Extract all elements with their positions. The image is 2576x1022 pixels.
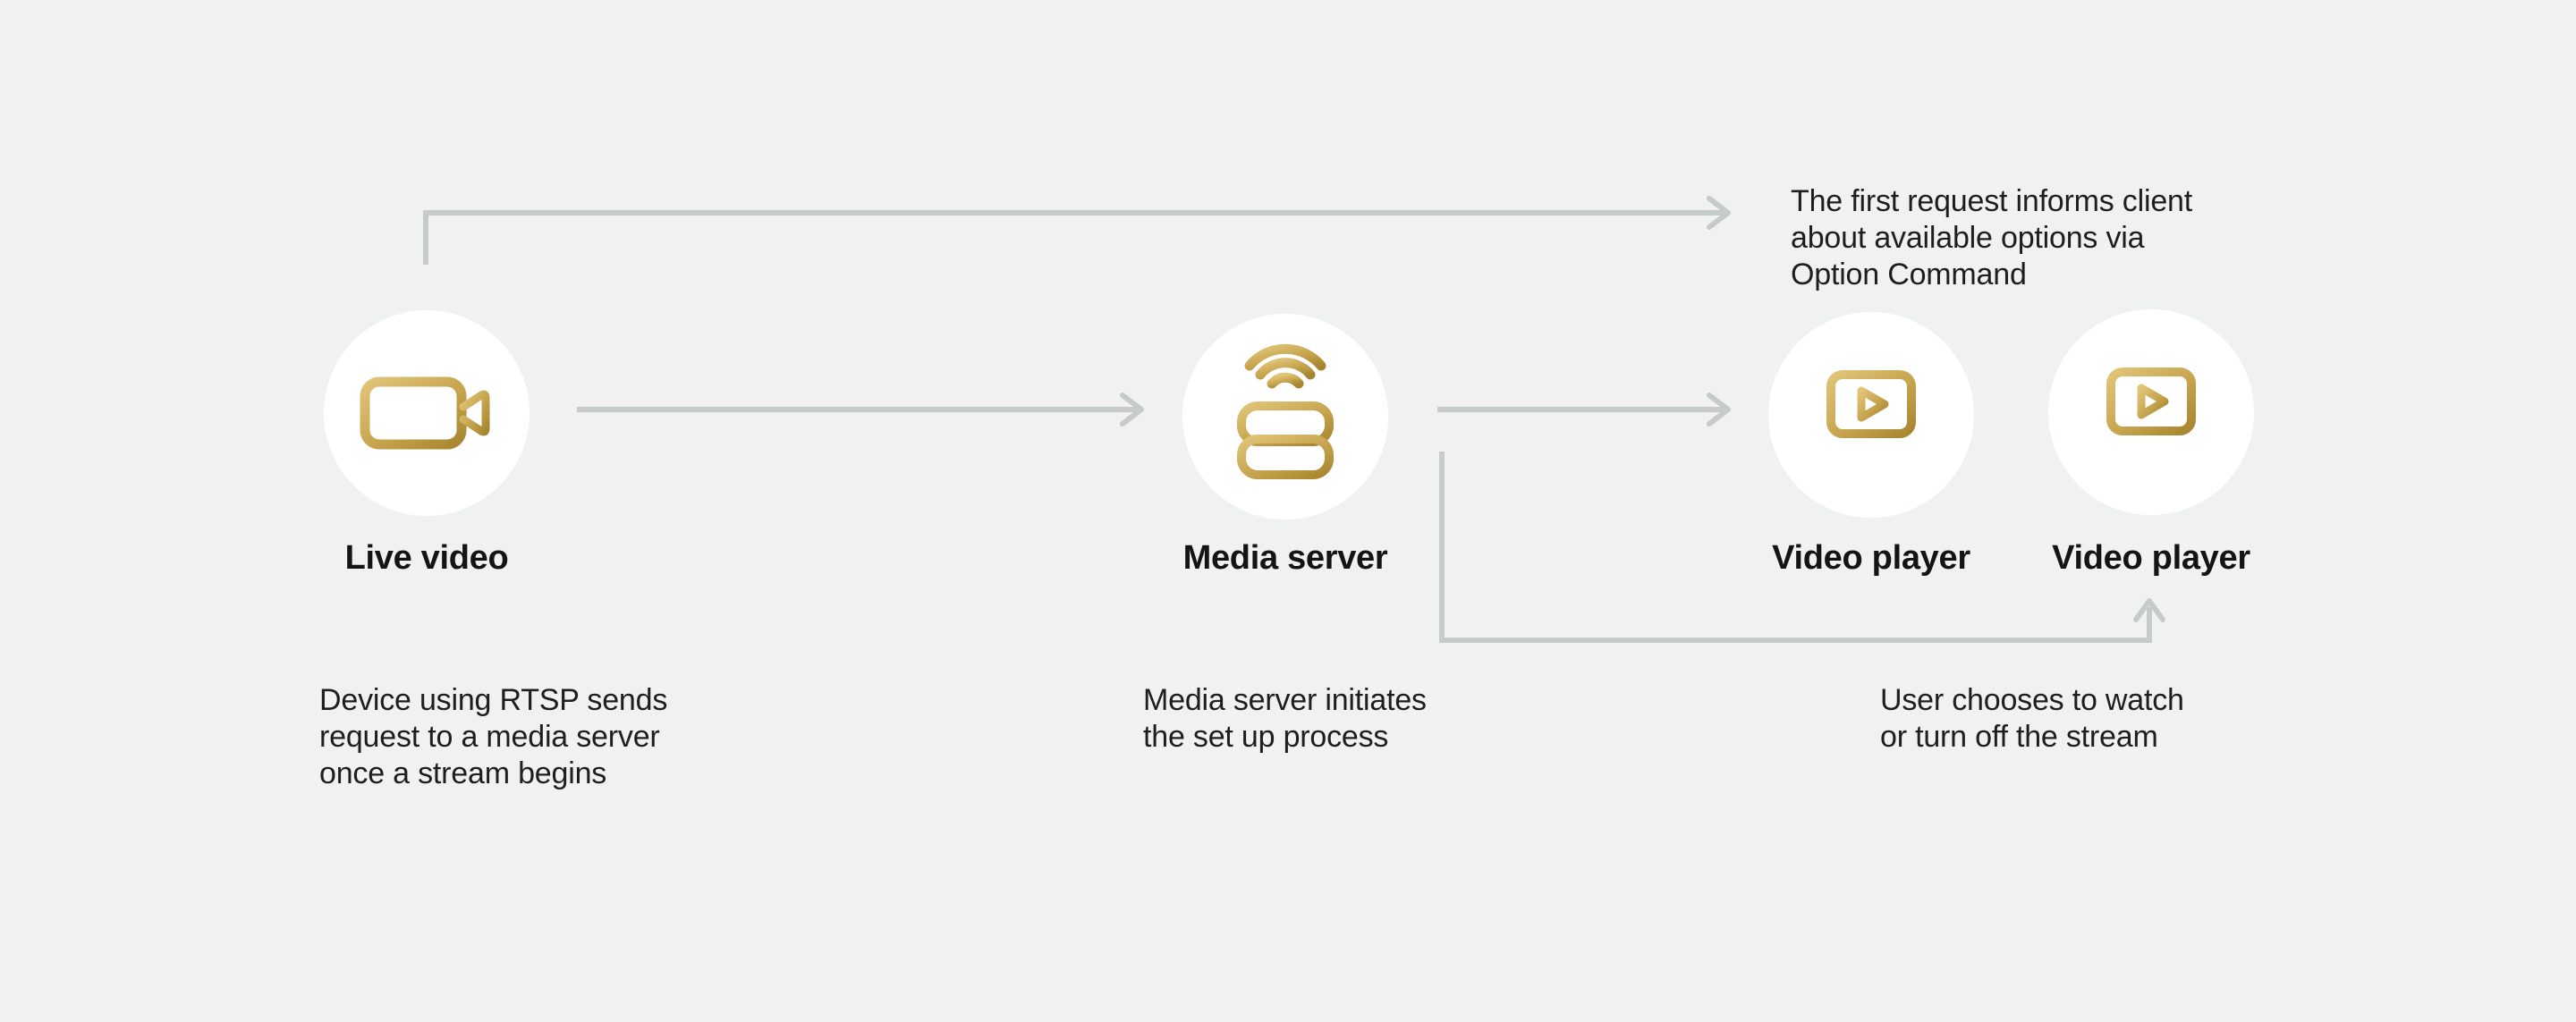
media-server-node	[1182, 314, 1388, 519]
video-player-1-node	[1768, 312, 1974, 518]
media-server-icon	[1237, 343, 1334, 479]
arrow-first-request	[423, 210, 1724, 265]
arrow-player-feedback-head	[2133, 598, 2165, 622]
annotation-user-choice: User chooses to watch or turn off the st…	[1880, 683, 2184, 754]
live-video-label: Live video	[344, 539, 509, 577]
video-player-1-label: Video player	[1772, 539, 1970, 577]
live-video-node	[324, 310, 530, 516]
annotation-server-setup: Media server initiates the set up proces…	[1143, 683, 1427, 754]
video-player-2-node	[2048, 309, 2254, 515]
media-server-label: Media server	[1182, 539, 1388, 577]
arrow-server-to-player-head	[1707, 393, 1731, 427]
annotation-device-request: Device using RTSP sends request to a med…	[319, 683, 668, 790]
arrow-live-to-server-head	[1120, 393, 1144, 427]
annotation-first-request: The first request informs client about a…	[1791, 184, 2192, 291]
video-camera-icon	[360, 376, 490, 450]
arrow-first-request-head	[1707, 196, 1731, 230]
video-player-icon	[1819, 370, 1923, 456]
video-player-2-label: Video player	[2052, 539, 2250, 577]
video-player-icon	[2099, 367, 2203, 453]
